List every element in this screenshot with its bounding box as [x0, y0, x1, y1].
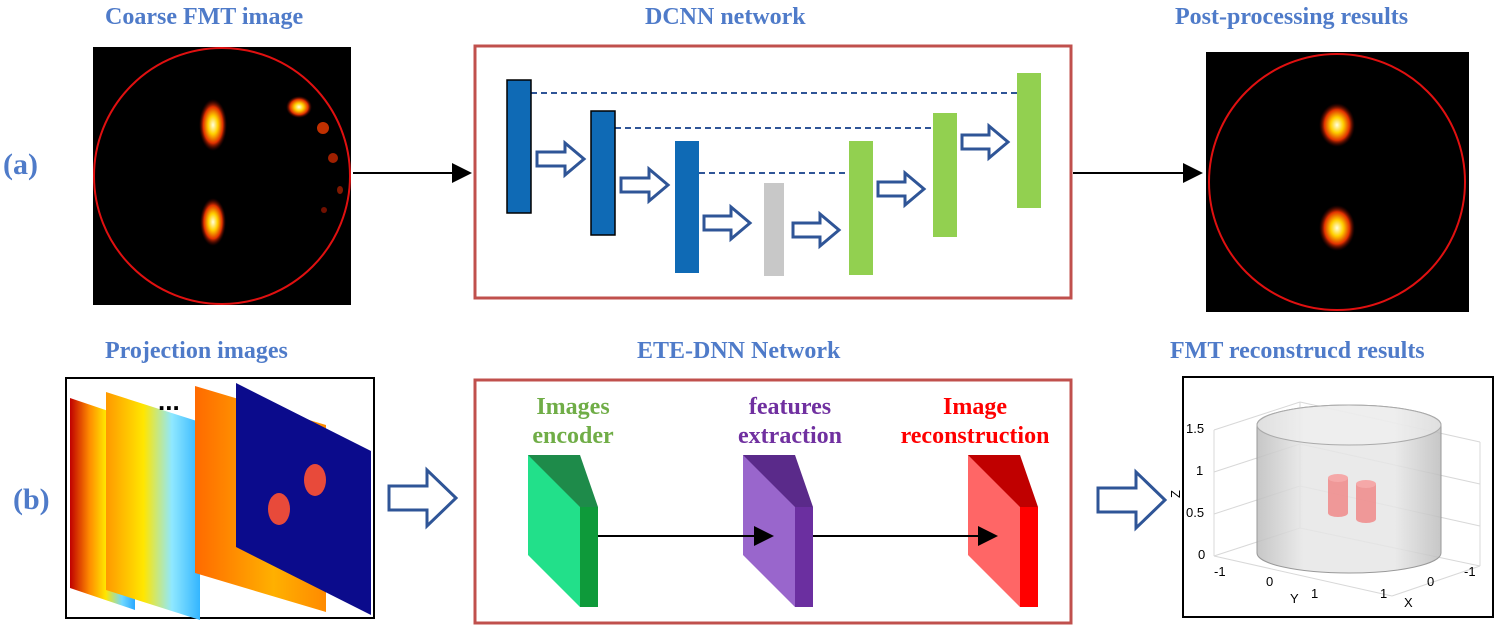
- coarse-fmt-title: Coarse FMT image: [105, 4, 304, 30]
- decoder-layer-2: [933, 113, 957, 237]
- encoder-layer-1: [506, 79, 532, 214]
- projection-images-panel: [65, 377, 375, 620]
- y-tick-label: 0: [1266, 574, 1273, 589]
- image-reconstruction-label-line1: Image: [943, 394, 1007, 420]
- y-tick-label: 1: [1311, 586, 1318, 601]
- dcnn-flow-arrows: [535, 122, 1011, 250]
- features-extraction-label-line1: features: [748, 394, 832, 420]
- decoder-layer-3: [1017, 73, 1041, 208]
- image-reconstruction-label: Image reconstruction: [875, 393, 1075, 451]
- arrow-projection-to-etednn: [387, 466, 459, 530]
- row-a-label: (a): [3, 148, 38, 181]
- fmt-reconstructed-title: FMT reconstrucd results: [1170, 338, 1425, 364]
- bottleneck-layer: [764, 183, 784, 276]
- ete-dnn-network-title: ETE-DNN Network: [637, 338, 841, 364]
- images-encoder-label-line2: encoder: [532, 423, 614, 449]
- x-tick-label: -1: [1464, 564, 1476, 579]
- fmt-reconstructed-plot: [1182, 376, 1494, 618]
- x-tick-label: 0: [1427, 574, 1434, 589]
- projection-images-title: Projection images: [105, 338, 288, 364]
- z-tick-label: 1.5: [1186, 421, 1204, 436]
- x-axis-label: X: [1404, 595, 1413, 610]
- decoder-layer-1: [849, 141, 873, 275]
- image-reconstruction-label-line2: reconstruction: [900, 423, 1050, 449]
- features-extraction-label: features extraction: [725, 393, 855, 451]
- post-processing-image: [1206, 52, 1469, 312]
- z-tick-label: 1: [1196, 463, 1203, 478]
- z-axis-label: Z: [1168, 490, 1183, 498]
- images-encoder-block: [528, 455, 598, 607]
- encoder-layer-2: [590, 110, 616, 236]
- dcnn-skip-connections: [531, 92, 1017, 174]
- features-extraction-label-line2: extraction: [738, 423, 842, 449]
- y-tick-label: -1: [1214, 564, 1226, 579]
- dcnn-network-title: DCNN network: [645, 4, 806, 30]
- z-tick-label: 0: [1198, 547, 1205, 562]
- y-axis-label: Y: [1290, 591, 1299, 606]
- post-processing-title: Post-processing results: [1175, 4, 1409, 30]
- x-tick-label: 1: [1380, 586, 1387, 601]
- encoder-layer-3: [675, 141, 699, 273]
- coarse-fmt-image: [93, 47, 351, 305]
- arrow-etednn-to-results: [1096, 468, 1168, 532]
- projection-ellipsis: ...: [158, 386, 180, 416]
- z-tick-label: 0.5: [1186, 505, 1204, 520]
- row-b-label: (b): [13, 483, 50, 516]
- images-encoder-label-line1: Images: [536, 394, 610, 420]
- images-encoder-label: Images encoder: [518, 393, 628, 451]
